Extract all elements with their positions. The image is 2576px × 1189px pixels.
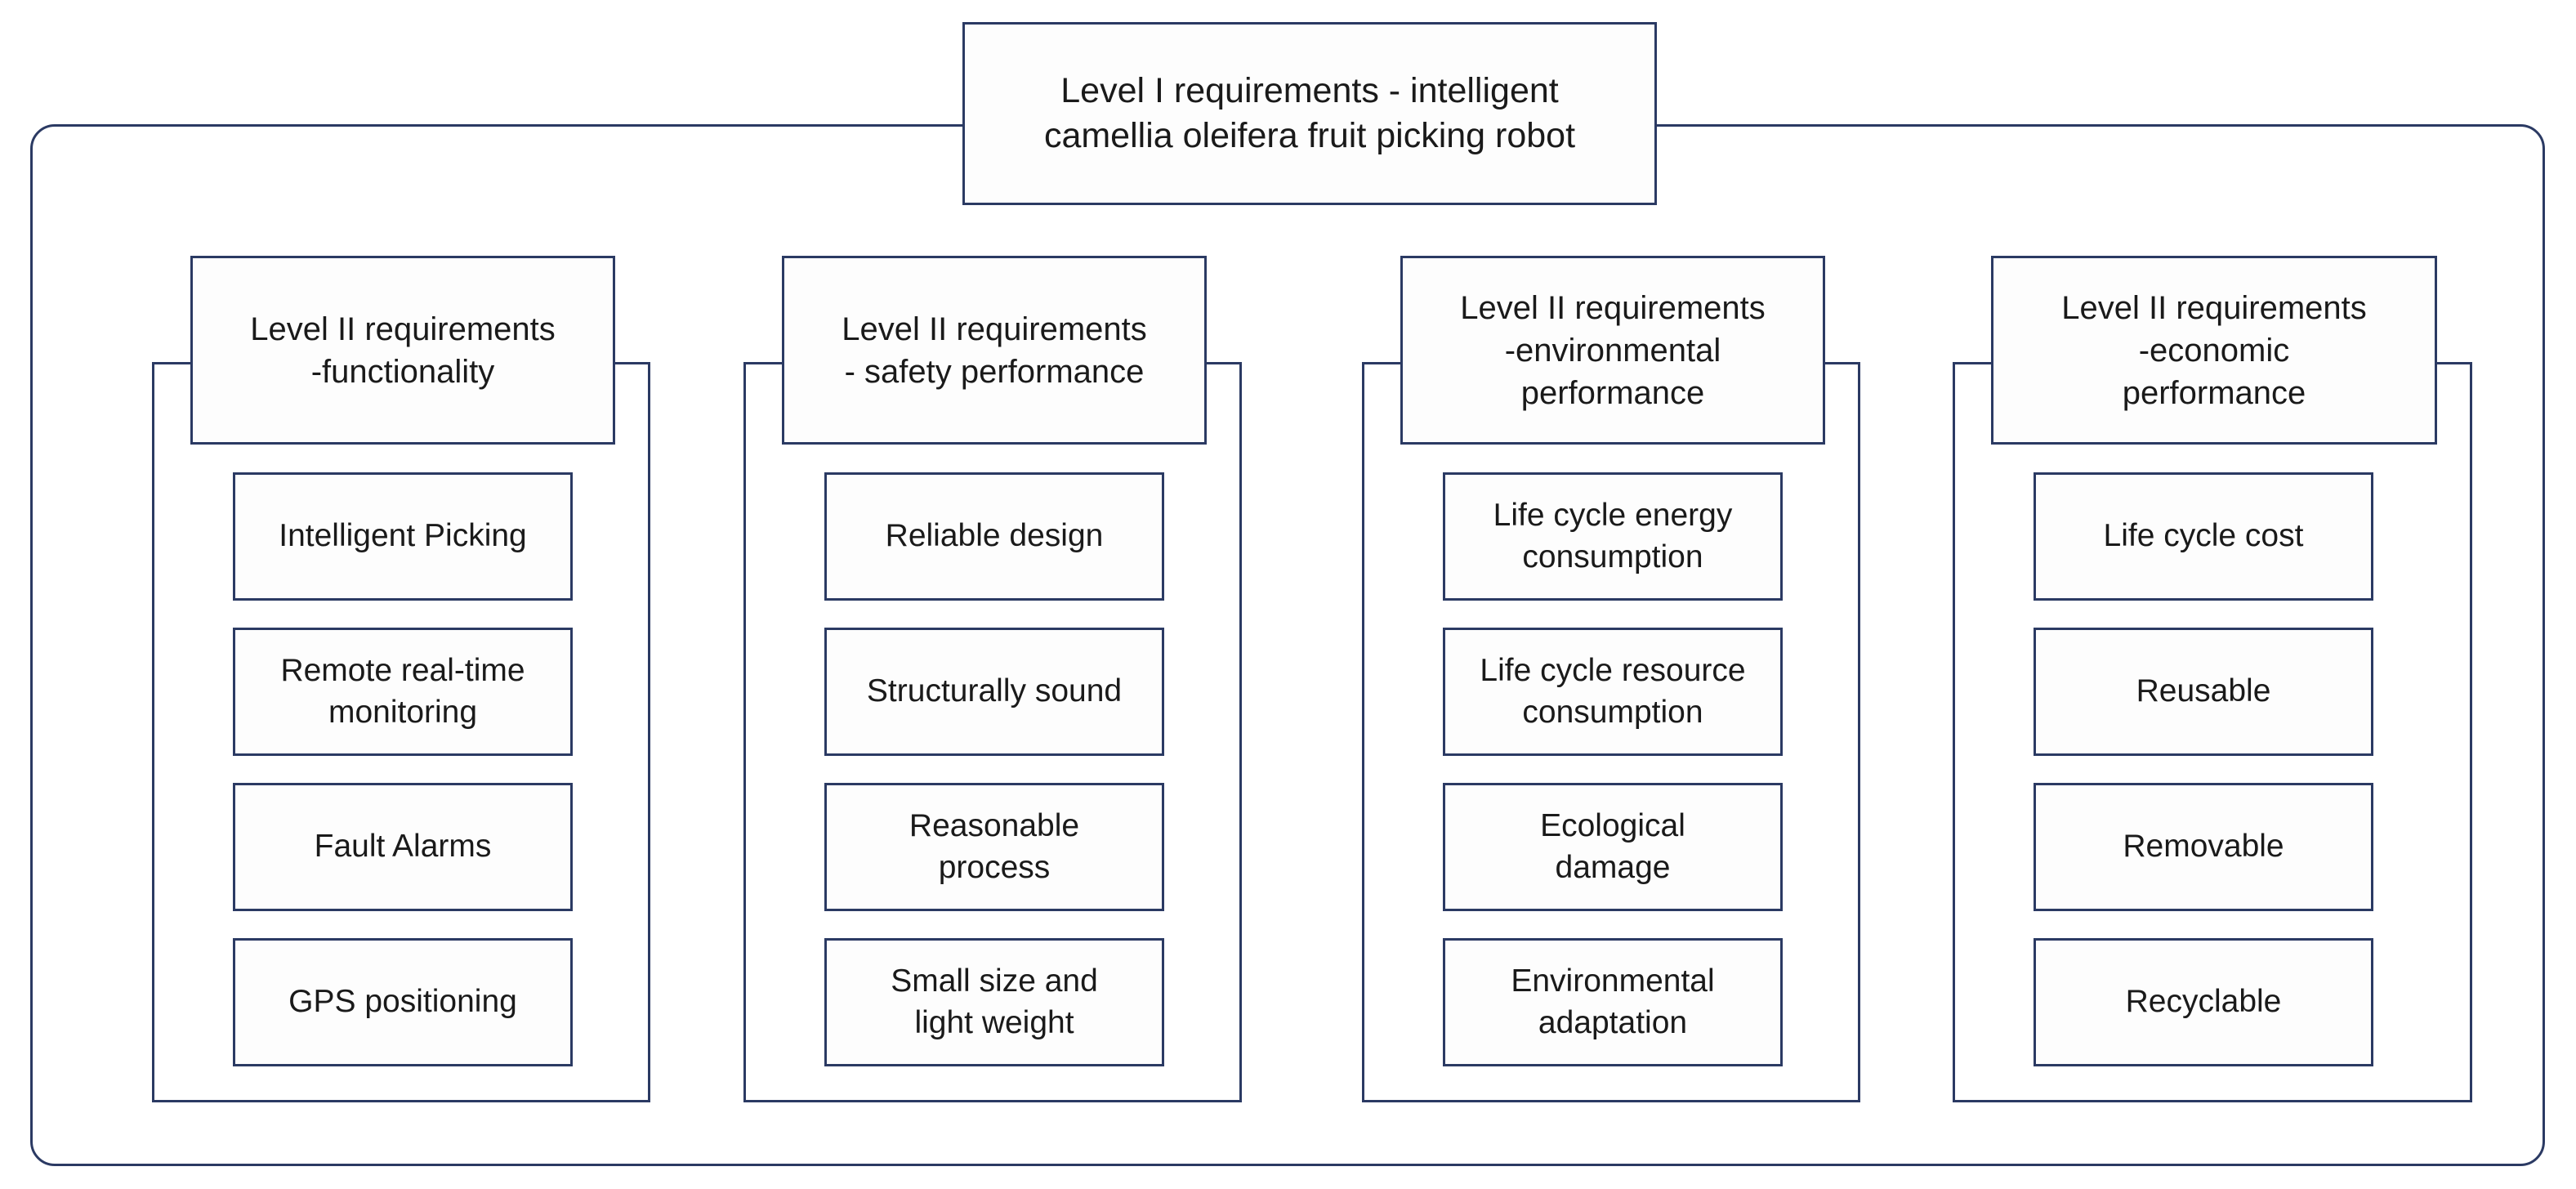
category-box-economic-performance[interactable]: Level II requirements -economic performa… — [1991, 256, 2437, 445]
leaf-box-recyclable[interactable]: Recyclable — [2034, 938, 2373, 1066]
category-label-safety-performance: Level II requirements - safety performan… — [842, 311, 1147, 390]
leaf-box-intelligent-picking[interactable]: Intelligent Picking — [233, 472, 573, 601]
leaf-label: Life cycle energy consumption — [1493, 497, 1733, 574]
bracket-stub-right-safety-performance — [1201, 362, 1242, 364]
category-label-economic-performance: Level II requirements -economic performa… — [2061, 289, 2367, 411]
leaf-label: Structurally sound — [866, 673, 1123, 709]
leaf-box-ecological-damage[interactable]: Ecological damage — [1443, 783, 1783, 911]
bracket-stub-right-environmental-performance — [1819, 362, 1860, 364]
leaf-box-gps-positioning[interactable]: GPS positioning — [233, 938, 573, 1066]
leaf-label: Life cycle cost — [2103, 518, 2304, 554]
leaf-box-structurally-sound[interactable]: Structurally sound — [824, 628, 1164, 756]
leaf-label: Life cycle resource consumption — [1480, 652, 1746, 730]
leaf-box-fault-alarms[interactable]: Fault Alarms — [233, 783, 573, 911]
leaf-label: Intelligent Picking — [279, 518, 527, 554]
bracket-stub-left-functionality — [152, 362, 193, 364]
leaf-label: Fault Alarms — [314, 829, 492, 865]
leaf-box-reasonable-process[interactable]: Reasonable process — [824, 783, 1164, 911]
leaf-box-reusable[interactable]: Reusable — [2034, 628, 2373, 756]
leaf-label: Reasonable process — [909, 807, 1080, 885]
leaf-label: GPS positioning — [288, 984, 517, 1020]
leaf-box-remote-real-time-monitoring[interactable]: Remote real-time monitoring — [233, 628, 573, 756]
category-label-functionality: Level II requirements -functionality — [250, 311, 556, 390]
leaf-box-life-cycle-energy-consumption[interactable]: Life cycle energy consumption — [1443, 472, 1783, 601]
leaf-label: Removable — [2123, 829, 2284, 865]
bracket-stub-right-economic-performance — [2431, 362, 2472, 364]
bracket-stub-left-safety-performance — [743, 362, 784, 364]
leaf-label: Recyclable — [2125, 984, 2282, 1020]
root-box-level-1[interactable]: Level I requirements - intelligent camel… — [962, 22, 1657, 205]
leaf-box-reliable-design[interactable]: Reliable design — [824, 472, 1164, 601]
leaf-box-removable[interactable]: Removable — [2034, 783, 2373, 911]
bracket-stub-left-environmental-performance — [1362, 362, 1403, 364]
leaf-label: Reliable design — [885, 518, 1104, 554]
leaf-label: Environmental adaptation — [1511, 963, 1715, 1040]
leaf-box-life-cycle-cost[interactable]: Life cycle cost — [2034, 472, 2373, 601]
category-label-environmental-performance: Level II requirements -environmental per… — [1460, 289, 1766, 411]
leaf-box-environmental-adaptation[interactable]: Environmental adaptation — [1443, 938, 1783, 1066]
bracket-stub-left-economic-performance — [1953, 362, 1993, 364]
leaf-box-small-size-and-light-weight[interactable]: Small size and light weight — [824, 938, 1164, 1066]
leaf-box-life-cycle-resource-consumption[interactable]: Life cycle resource consumption — [1443, 628, 1783, 756]
leaf-label: Reusable — [2136, 673, 2271, 709]
leaf-label: Small size and light weight — [891, 963, 1098, 1040]
leaf-label: Remote real-time monitoring — [280, 652, 525, 730]
leaf-label: Ecological damage — [1540, 807, 1685, 885]
bracket-stub-right-functionality — [609, 362, 650, 364]
root-label: Level I requirements - intelligent camel… — [1043, 70, 1576, 155]
category-box-functionality[interactable]: Level II requirements -functionality — [190, 256, 615, 445]
category-box-safety-performance[interactable]: Level II requirements - safety performan… — [782, 256, 1207, 445]
category-box-environmental-performance[interactable]: Level II requirements -environmental per… — [1400, 256, 1825, 445]
